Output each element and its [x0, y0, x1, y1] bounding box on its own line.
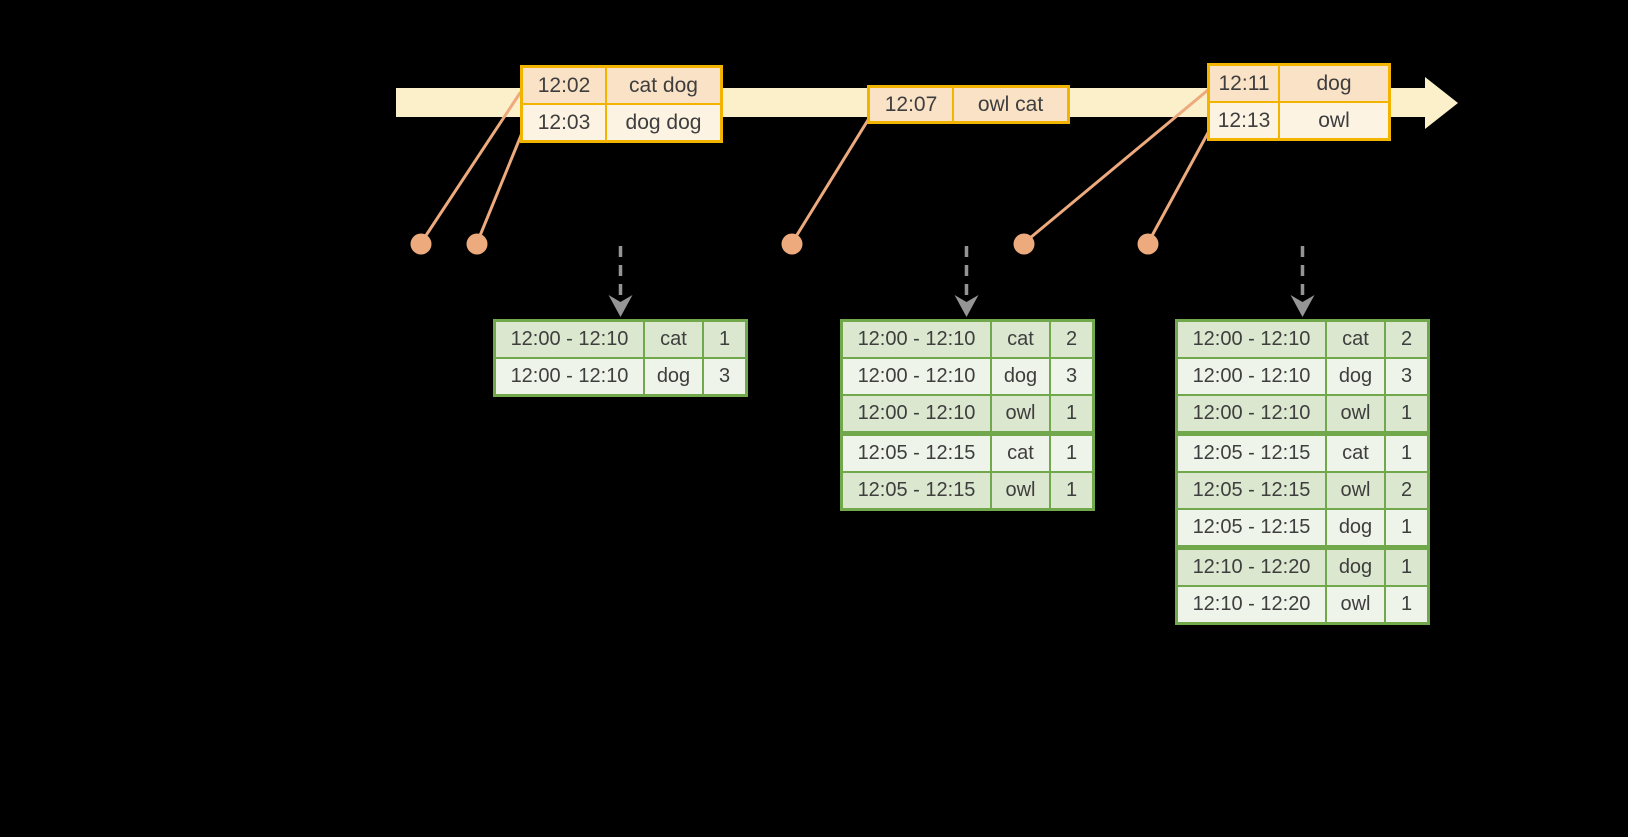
cell-word: dog	[1327, 359, 1384, 394]
cell-word: cat	[1327, 436, 1384, 471]
event-dot-icon	[466, 233, 488, 255]
event-dot-icon	[1013, 233, 1035, 255]
cell-count: 2	[1386, 322, 1427, 357]
cell-word: owl	[992, 396, 1049, 431]
event-connector-line	[790, 118, 870, 245]
cell-count: 1	[1386, 550, 1427, 585]
cell-time: 12:13	[1210, 103, 1278, 138]
event-connector-line	[1146, 129, 1211, 245]
cell-word: cat	[992, 436, 1049, 471]
cell-window: 12:00 - 12:10	[1178, 322, 1325, 357]
event-connector-line	[475, 131, 524, 245]
cell-count: 2	[1386, 473, 1427, 508]
cell-time: 12:03	[523, 105, 605, 140]
cell-word: owl	[1327, 587, 1384, 622]
cell-count: 1	[1051, 396, 1092, 431]
cell-count: 1	[1386, 510, 1427, 545]
cell-count: 1	[1386, 587, 1427, 622]
event-connector-line	[1022, 88, 1210, 245]
cell-word: owl	[1327, 473, 1384, 508]
cell-count: 1	[1386, 436, 1427, 471]
down-arrowhead-icon	[608, 295, 633, 317]
event-dot-icon	[1137, 233, 1159, 255]
cell-word: cat	[992, 322, 1049, 357]
cell-word: dog	[1327, 550, 1384, 585]
cell-words: dog dog	[607, 105, 720, 140]
cell-time: 12:02	[523, 68, 605, 103]
cell-word: owl	[1327, 396, 1384, 431]
cell-window: 12:00 - 12:10	[843, 359, 990, 394]
cell-words: dog	[1280, 66, 1388, 101]
cell-time: 12:07	[870, 88, 952, 121]
cell-window: 12:05 - 12:15	[1178, 436, 1325, 471]
cell-window: 12:05 - 12:15	[1178, 473, 1325, 508]
cell-word: dog	[992, 359, 1049, 394]
cell-window: 12:00 - 12:10	[496, 359, 643, 394]
cell-window: 12:00 - 12:10	[843, 396, 990, 431]
cell-word: cat	[1327, 322, 1384, 357]
cell-count: 3	[1386, 359, 1427, 394]
cell-words: owl	[1280, 103, 1388, 138]
cell-window: 12:10 - 12:20	[1178, 587, 1325, 622]
event-dot-icon	[781, 233, 803, 255]
cell-window: 12:05 - 12:15	[843, 436, 990, 471]
cell-word: cat	[645, 322, 702, 357]
cell-window: 12:10 - 12:20	[1178, 550, 1325, 585]
cell-count: 2	[1051, 322, 1092, 357]
cell-word: dog	[645, 359, 702, 394]
cell-words: cat dog	[607, 68, 720, 103]
down-arrowhead-icon	[954, 295, 979, 317]
event-connector-line	[419, 91, 522, 245]
cell-window: 12:00 - 12:10	[1178, 396, 1325, 431]
cell-time: 12:11	[1210, 66, 1278, 101]
cell-window: 12:05 - 12:15	[843, 473, 990, 508]
cell-count: 1	[1051, 436, 1092, 471]
cell-window: 12:00 - 12:10	[843, 322, 990, 357]
cell-window: 12:05 - 12:15	[1178, 510, 1325, 545]
cell-words: owl cat	[954, 88, 1067, 121]
cell-count: 1	[704, 322, 745, 357]
cell-word: owl	[992, 473, 1049, 508]
cell-count: 1	[1051, 473, 1092, 508]
cell-word: dog	[1327, 510, 1384, 545]
cell-count: 1	[1386, 396, 1427, 431]
cell-count: 3	[1051, 359, 1092, 394]
down-arrowhead-icon	[1290, 295, 1315, 317]
cell-count: 3	[704, 359, 745, 394]
cell-window: 12:00 - 12:10	[496, 322, 643, 357]
event-dot-icon	[410, 233, 432, 255]
cell-window: 12:00 - 12:10	[1178, 359, 1325, 394]
